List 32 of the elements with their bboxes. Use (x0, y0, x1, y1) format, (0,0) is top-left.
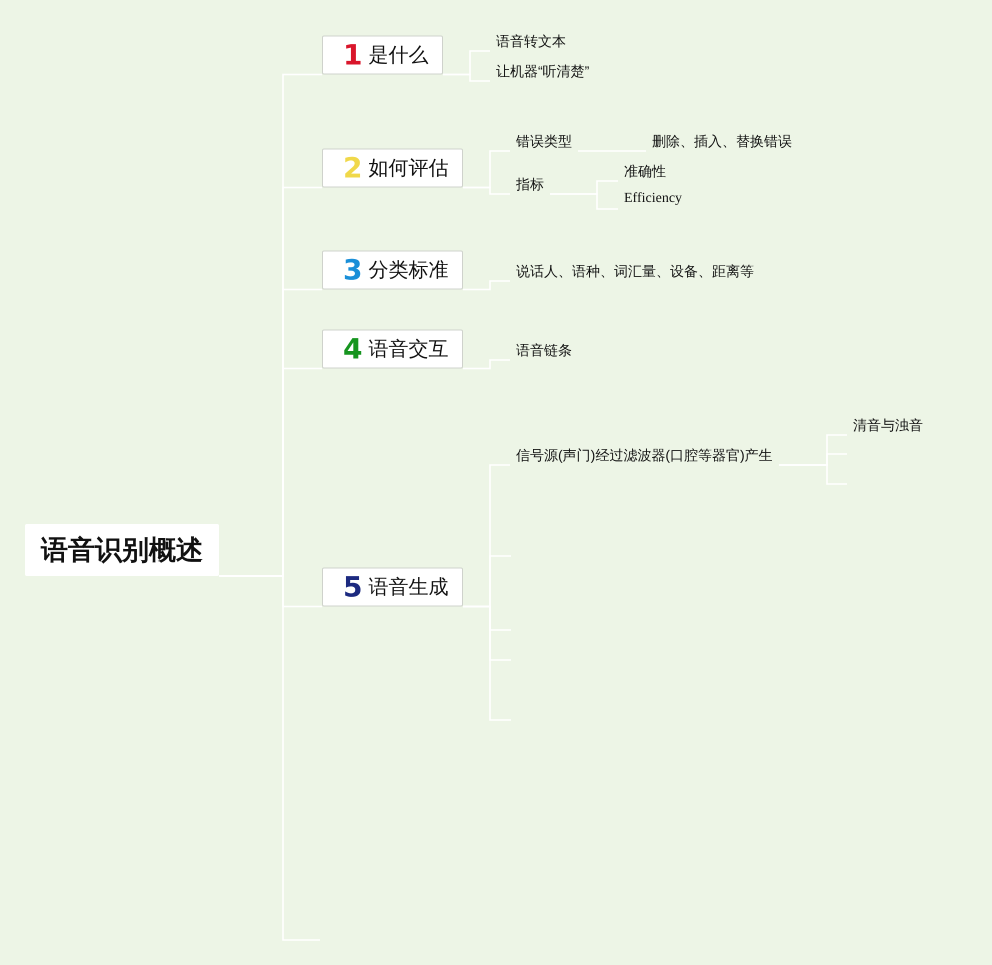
subtopic-text: 准确性 (618, 161, 672, 181)
subtopic-text: 让机器“听清楚” (490, 61, 596, 81)
topic-label: 是什么 (368, 44, 428, 68)
topic-number: 3 (343, 256, 362, 284)
subtopic-text: 语音链条 (510, 340, 578, 360)
subtopic-text: 指标 (510, 174, 550, 194)
branch-line (443, 74, 490, 82)
topic-box (322, 36, 444, 74)
topic-number: 4 (343, 335, 362, 363)
subtopic-text: 说话人、语种、词汇量、设备、距离等 (510, 261, 760, 281)
subtopic-text: 语音转文本 (490, 31, 572, 51)
subtopic-text: 删除、插入、替换错误 (646, 131, 798, 151)
topic-box (322, 250, 464, 290)
branch-line (550, 193, 618, 210)
subtopic-text: 清音与浊音 (847, 415, 929, 435)
topic-box (322, 568, 464, 606)
topic-box (322, 148, 464, 188)
central-topic: 语音识别概述 (25, 524, 219, 576)
branch-line (463, 186, 510, 195)
branch-line (463, 359, 510, 370)
topic-number: 1 (343, 41, 362, 69)
topic-box (322, 330, 464, 368)
subtopic-text: Efficiency (618, 189, 688, 209)
topic-number: 2 (343, 154, 362, 182)
branch-line (463, 280, 510, 290)
topic-label: 语音交互 (368, 338, 448, 362)
topic-number: 5 (343, 573, 362, 601)
topic-label: 语音生成 (368, 576, 448, 600)
topic-label: 分类标准 (368, 258, 448, 284)
topic-label: 如何评估 (368, 156, 448, 182)
subtopic-text: 错误类型 (510, 131, 578, 151)
subtopic-text: 信号源(声门)经过滤波器(口腔等器官)产生 (510, 445, 779, 465)
